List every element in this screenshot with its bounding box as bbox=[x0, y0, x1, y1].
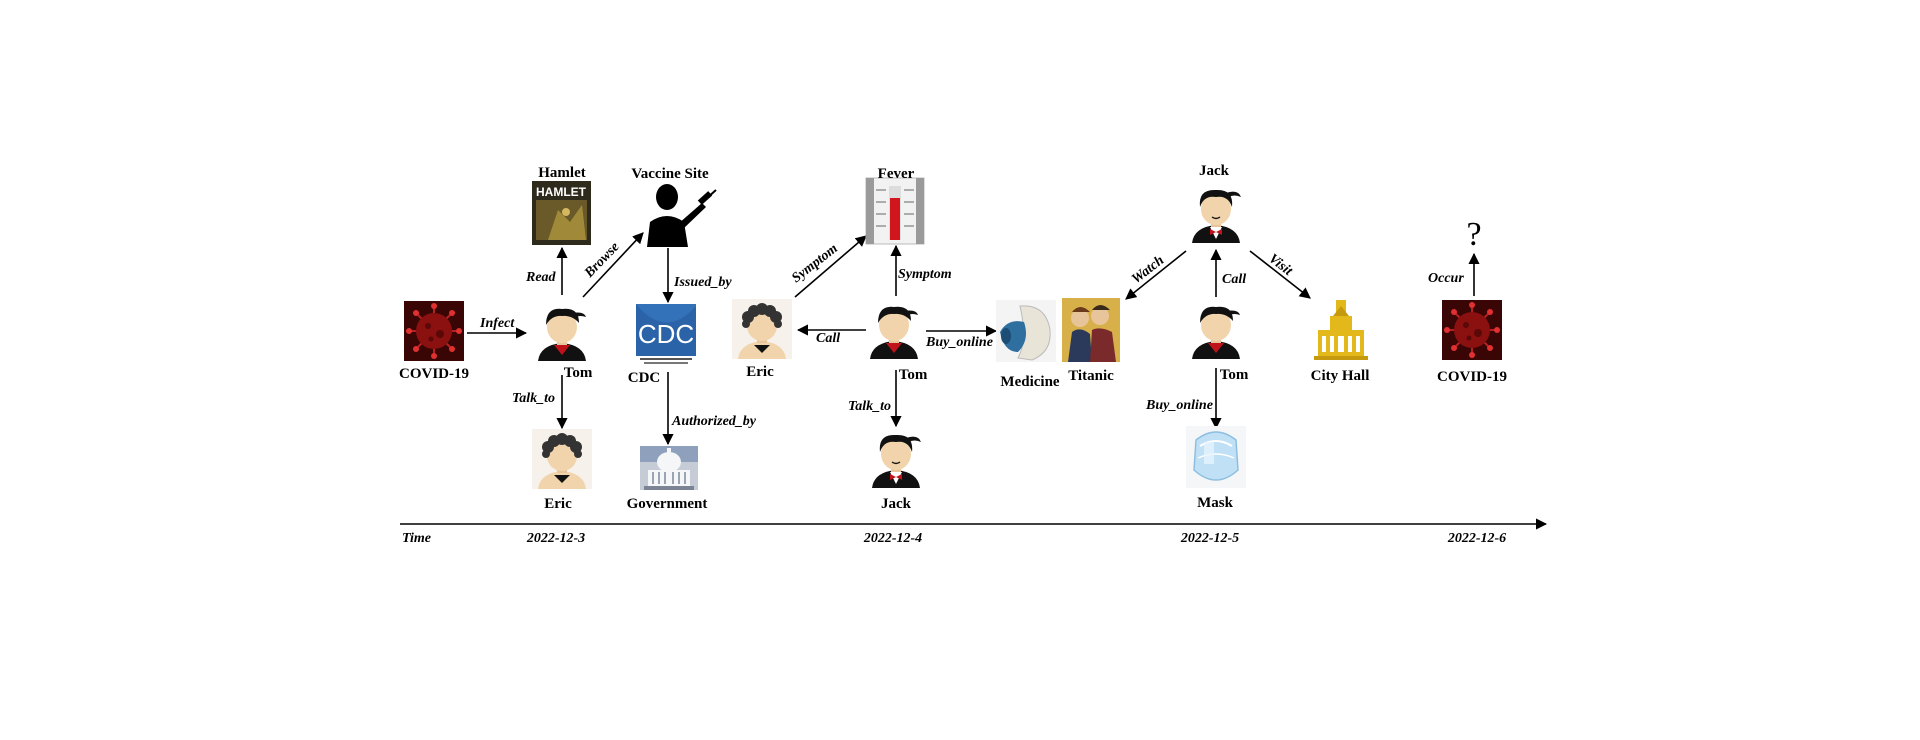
vaccine-site-icon bbox=[647, 184, 717, 247]
label-mask: Mask bbox=[1197, 495, 1233, 511]
rel-occur: Occur bbox=[1428, 271, 1464, 286]
cdc-logo: CDC bbox=[636, 304, 696, 368]
label-city-hall: City Hall bbox=[1311, 368, 1370, 384]
rel-issued-by: Issued_by bbox=[673, 275, 732, 290]
label-covid-19-2: COVID-19 bbox=[1437, 369, 1507, 385]
node-images: HAMLET CDC bbox=[404, 177, 1502, 490]
rel-talk-to-1: Talk_to bbox=[512, 391, 555, 406]
date-2022-12-3: 2022-12-3 bbox=[526, 531, 585, 546]
rel-buy-online-2: Buy_online bbox=[1145, 398, 1213, 413]
rel-talk-to-2: Talk_to bbox=[848, 399, 891, 414]
edges bbox=[400, 232, 1548, 530]
label-cdc: CDC bbox=[628, 370, 661, 386]
rel-call-1: Call bbox=[816, 331, 840, 346]
edge-visit bbox=[1249, 250, 1311, 299]
label-tom-2: Tom bbox=[899, 367, 928, 383]
thermometer-icon bbox=[865, 177, 925, 245]
tom-avatar-1 bbox=[538, 308, 586, 361]
capitol-icon bbox=[640, 446, 698, 490]
book-icon: HAMLET bbox=[532, 181, 591, 245]
date-2022-12-4: 2022-12-4 bbox=[863, 531, 922, 546]
rel-infect: Infect bbox=[479, 316, 515, 331]
label-titanic: Titanic bbox=[1068, 368, 1114, 384]
node-labels: COVID-19 Hamlet Vaccine Site Tom CDC Eri… bbox=[399, 163, 1507, 512]
label-tom-1: Tom bbox=[564, 365, 593, 381]
tom-avatar-2 bbox=[870, 306, 918, 359]
unknown-event-mark: ? bbox=[1466, 216, 1481, 253]
jack-avatar-2 bbox=[1191, 189, 1242, 244]
mask-icon bbox=[1186, 426, 1246, 488]
rel-symptom-2: Symptom bbox=[898, 267, 952, 282]
label-jack-1: Jack bbox=[881, 496, 912, 512]
edge-browse bbox=[582, 232, 644, 298]
label-eric-2: Eric bbox=[746, 364, 774, 380]
time-axis-label: Time bbox=[402, 531, 431, 546]
edge-symptom-1 bbox=[794, 235, 867, 298]
tom-avatar-3 bbox=[1192, 306, 1240, 359]
movie-poster-icon bbox=[1062, 298, 1120, 362]
cdc-logo-text: CDC bbox=[638, 319, 694, 349]
date-2022-12-5: 2022-12-5 bbox=[1180, 531, 1239, 546]
label-eric-1: Eric bbox=[544, 496, 572, 512]
relation-labels: Infect Read Browse Talk_to Issued_by Aut… bbox=[479, 240, 1464, 429]
rel-authorized-by: Authorized_by bbox=[671, 414, 757, 429]
edge-watch bbox=[1125, 250, 1187, 300]
eric-avatar-2 bbox=[732, 299, 792, 359]
rel-read: Read bbox=[525, 270, 557, 285]
covid-icon bbox=[404, 301, 464, 361]
label-government: Government bbox=[627, 496, 708, 512]
label-fever: Fever bbox=[878, 166, 915, 182]
label-hamlet: Hamlet bbox=[538, 165, 585, 181]
label-jack-2: Jack bbox=[1199, 163, 1230, 179]
rel-call-2: Call bbox=[1222, 272, 1246, 287]
label-vaccine-site: Vaccine Site bbox=[631, 166, 709, 182]
timeline: Time 2022-12-3 2022-12-4 2022-12-5 2022-… bbox=[402, 531, 1506, 546]
rel-buy-online-1: Buy_online bbox=[925, 335, 993, 350]
book-cover-title: HAMLET bbox=[536, 185, 587, 199]
covid-icon-2 bbox=[1442, 298, 1502, 362]
jack-avatar-1 bbox=[871, 434, 922, 489]
label-covid-19-1: COVID-19 bbox=[399, 366, 469, 382]
date-2022-12-6: 2022-12-6 bbox=[1447, 531, 1506, 546]
medicine-icon bbox=[996, 300, 1056, 362]
eric-avatar-1 bbox=[532, 429, 592, 489]
label-medicine: Medicine bbox=[1000, 374, 1059, 390]
label-tom-3: Tom bbox=[1220, 367, 1249, 383]
city-hall-icon bbox=[1312, 298, 1370, 362]
